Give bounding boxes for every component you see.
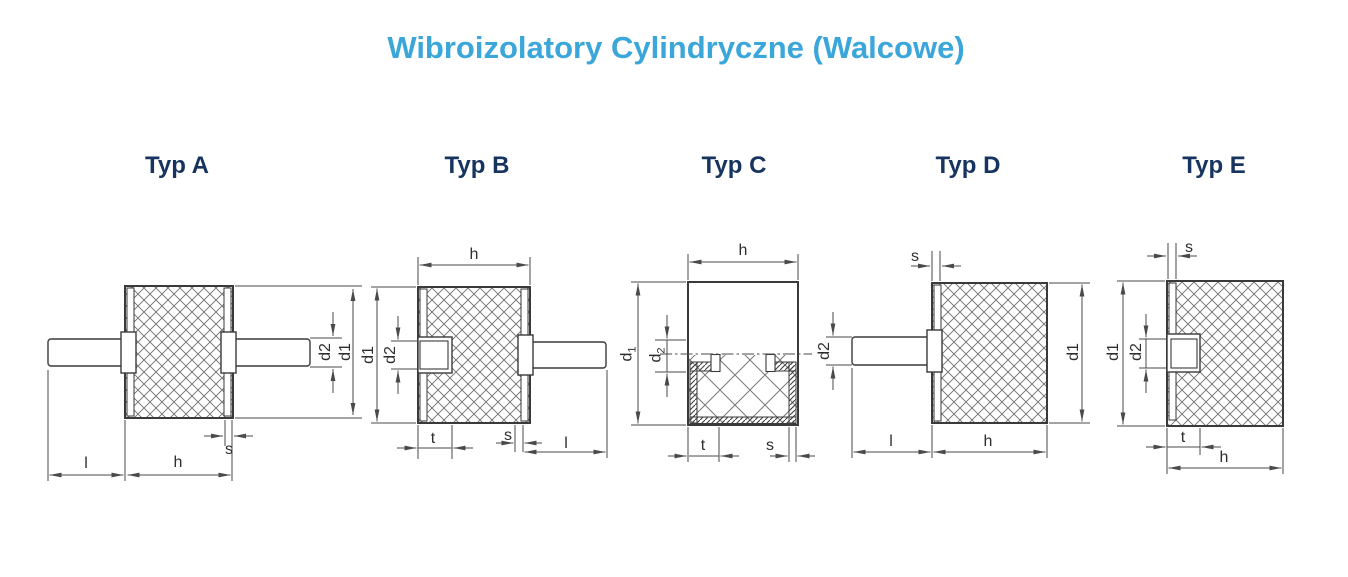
typ-d-collar-left <box>926 329 943 373</box>
typ-a-stud-left <box>47 338 126 367</box>
typ-e-label: Typ E <box>1182 152 1246 179</box>
typ-b-dim-l: l <box>564 435 568 452</box>
typ-a-collar-left <box>120 331 137 374</box>
typ-e-drawing <box>1117 243 1284 474</box>
typ-d-dim-l: l <box>889 433 893 450</box>
typ-d-label: Typ D <box>935 152 1001 179</box>
typ-d-dim-d2: d2 <box>816 342 833 360</box>
typ-c-dim-d1-base: d <box>618 352 636 362</box>
typ-c-dim-d2: d2 <box>647 347 668 363</box>
typ-a-collar-right <box>220 331 237 374</box>
typ-c-wall-bottom <box>689 416 797 424</box>
typ-c-label: Typ C <box>701 152 767 179</box>
typ-b-dim-t: t <box>430 430 436 447</box>
typ-a-dim-d2: d2 <box>317 343 334 361</box>
typ-c-slot-right <box>765 353 776 373</box>
typ-c-drawing <box>631 254 815 462</box>
typ-b-drawing <box>371 257 608 459</box>
typ-a-dim-l: l <box>84 455 88 472</box>
typ-d-rubber-body <box>931 282 1048 424</box>
typ-e-dim-d1: d1 <box>1105 343 1122 361</box>
typ-b-dimension-lines <box>371 257 608 459</box>
typ-c-dimension-lines <box>631 254 815 462</box>
typ-b-dim-d2: d2 <box>382 346 399 364</box>
typ-c-wall-right <box>788 361 797 424</box>
typ-b-stud-right <box>529 341 607 369</box>
typ-c-slot-left <box>710 353 721 373</box>
typ-d-dim-s: s <box>911 248 919 265</box>
typ-e-dimension-lines <box>1117 243 1284 474</box>
typ-b-threaded-hole-inner <box>419 340 449 370</box>
typ-a-dimension-lines <box>47 285 362 481</box>
typ-a-dim-d1: d1 <box>337 343 354 361</box>
typ-a-label: Typ A <box>145 152 209 179</box>
typ-c-dim-s: s <box>766 437 774 454</box>
typ-d-stud-left <box>851 336 931 366</box>
typ-a-stud-right <box>232 338 311 367</box>
typ-c-dim-d1-sub: 1 <box>626 346 639 353</box>
typ-d-dim-d1: d1 <box>1065 343 1082 361</box>
typ-c-dim-d2-base: d <box>647 353 665 363</box>
typ-c-dim-d1: d1 <box>618 346 639 362</box>
typ-c-dim-h: h <box>738 242 748 259</box>
typ-b-dim-d1: d1 <box>360 346 377 364</box>
typ-e-dim-t: t <box>1180 429 1186 446</box>
typ-b-dim-h: h <box>469 246 479 263</box>
typ-e-threaded-hole-inner <box>1170 338 1198 369</box>
typ-b-collar-right <box>517 334 534 376</box>
typ-a-dim-s: s <box>225 441 233 458</box>
typ-b-dim-s: s <box>504 427 512 444</box>
typ-d-dimension-lines <box>826 251 1090 458</box>
typ-e-dim-s: s <box>1185 239 1193 256</box>
typ-a-drawing <box>47 285 362 481</box>
typ-b-label: Typ B <box>444 152 510 179</box>
typ-a-rubber-body <box>124 285 234 419</box>
typ-a-dim-h: h <box>173 454 183 471</box>
typ-e-dim-h: h <box>1219 449 1229 466</box>
typ-d-drawing <box>826 251 1090 458</box>
typ-d-dim-h: h <box>983 433 993 450</box>
typ-e-dim-d2: d2 <box>1128 343 1145 361</box>
typ-c-wall-left <box>689 361 698 424</box>
page-title: Wibroizolatory Cylindryczne (Walcowe) <box>387 30 965 65</box>
typ-c-dim-d2-sub: 2 <box>655 347 668 354</box>
typ-c-dim-t: t <box>700 437 706 454</box>
